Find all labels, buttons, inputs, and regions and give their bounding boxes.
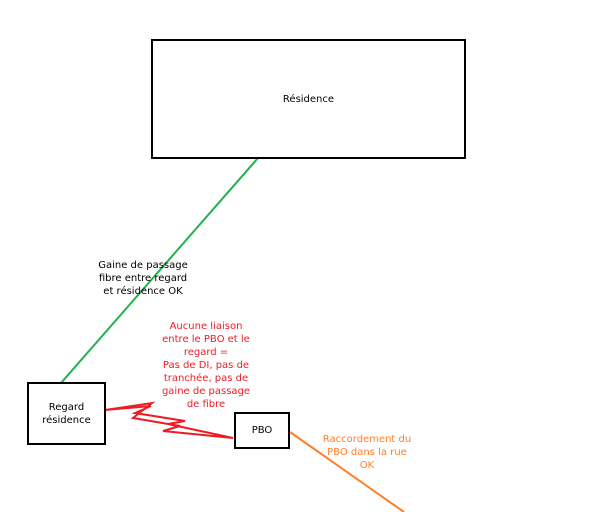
regard-residence-label: Regard résidence: [42, 401, 91, 426]
raccordement-annotation: Raccordement du PBO dans la rue OK: [322, 434, 412, 471]
green-connector-line: [60, 157, 259, 384]
residence-box: Résidence: [151, 39, 466, 159]
liaison-annotation: Aucune liaison entre le PBO et le regard…: [161, 321, 251, 410]
pbo-box: PBO: [234, 412, 290, 449]
pbo-label: PBO: [251, 425, 273, 436]
regard-residence-box: Regard résidence: [27, 382, 106, 445]
residence-label: Résidence: [282, 93, 335, 105]
orange-connector-line: [289, 431, 405, 512]
red-zigzag-line: [104, 401, 234, 439]
gaine-annotation: Gaine de passage fibre entre regard et r…: [98, 260, 188, 297]
